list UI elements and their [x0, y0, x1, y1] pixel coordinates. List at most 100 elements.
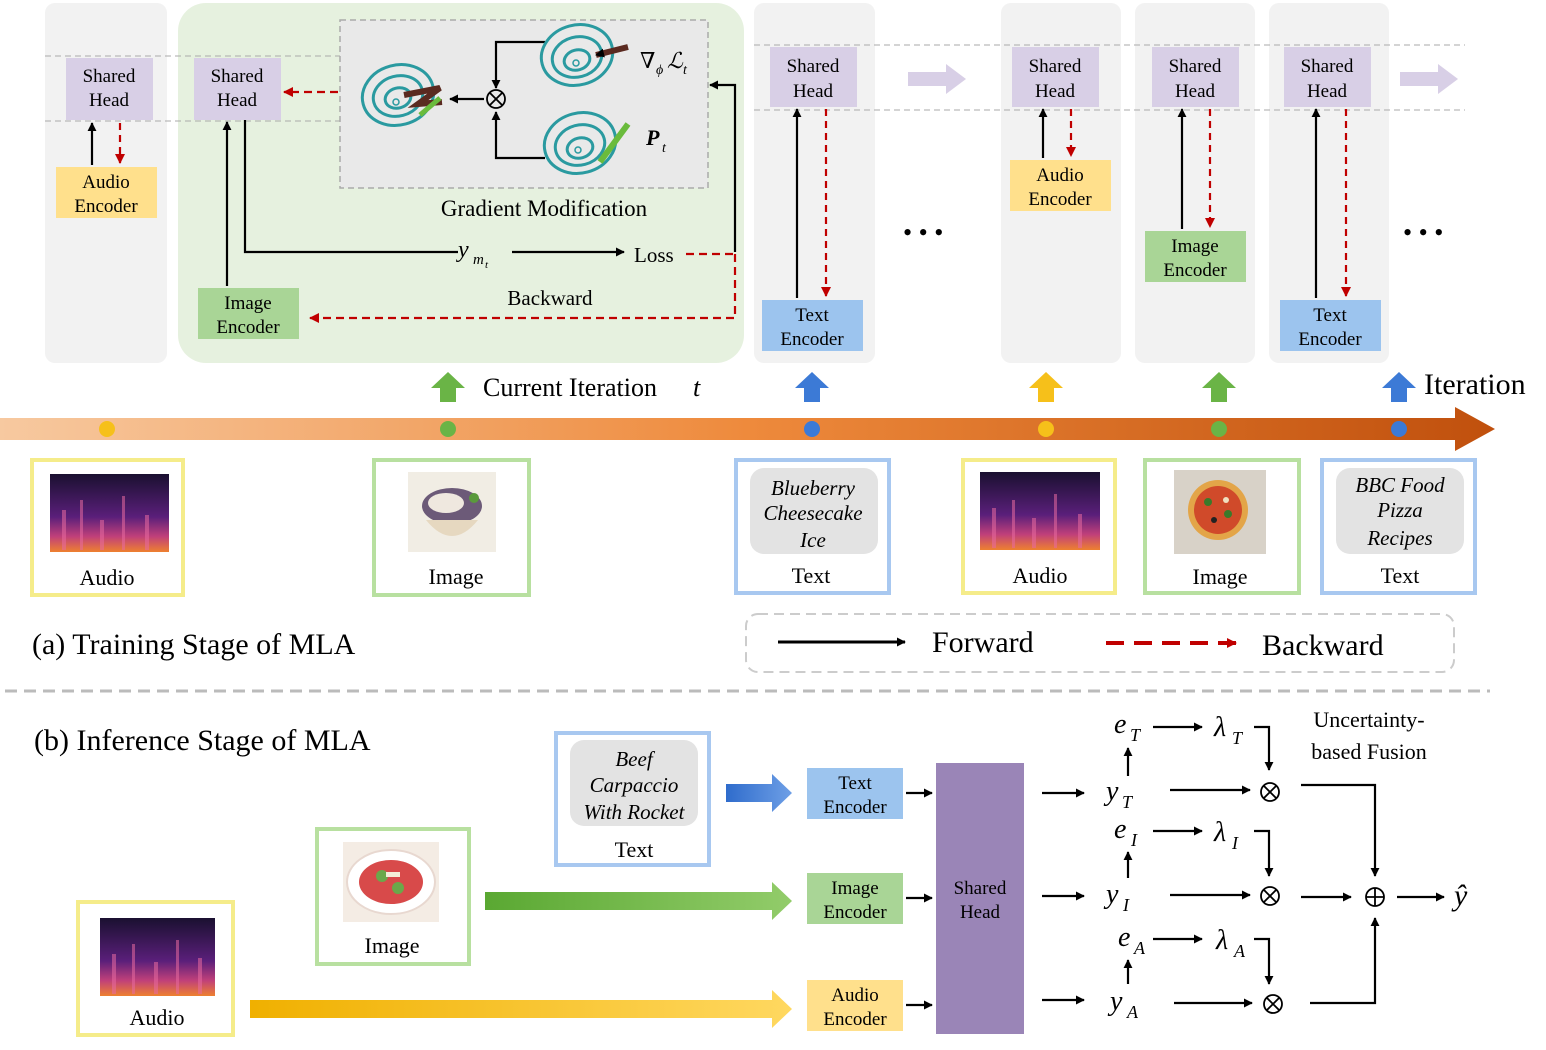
svg-text:I: I	[1130, 830, 1138, 850]
loss-label: Loss	[634, 243, 674, 267]
svg-text:based Fusion: based Fusion	[1311, 739, 1427, 764]
svg-text:Text: Text	[795, 305, 829, 326]
up-arrow-image-1	[431, 372, 465, 402]
inference-image-encoder: Image Encoder	[807, 873, 903, 924]
var-yT: y T	[1103, 776, 1134, 812]
inference-shared-head: Shared Head	[936, 763, 1024, 1034]
svg-text:Shared: Shared	[787, 56, 840, 77]
svg-text:Encoder: Encoder	[823, 797, 887, 818]
text-encoder-1: Text Encoder	[762, 300, 863, 351]
shared-head-3: Shared Head	[770, 47, 857, 107]
text-encoder-2: Text Encoder	[1280, 300, 1381, 351]
audio-encoder-1: Audio Encoder	[56, 167, 157, 218]
svg-text:e: e	[1114, 709, 1126, 740]
backward-label: Backward	[507, 286, 593, 310]
shared-head-2: Shared Head	[194, 58, 281, 120]
sample-audio-1: Audio	[30, 458, 185, 597]
var-eA: e A	[1118, 922, 1146, 958]
svg-text:t: t	[662, 141, 667, 156]
svg-text:Shared: Shared	[211, 66, 264, 87]
shared-head-4: Shared Head	[1012, 47, 1099, 107]
shared-head-5: Shared Head	[1152, 47, 1239, 107]
svg-text:Cheesecake: Cheesecake	[763, 501, 862, 525]
p-t-label: P t	[645, 125, 667, 156]
svg-text:Beef: Beef	[615, 747, 655, 771]
svg-text:Audio: Audio	[130, 1005, 185, 1030]
var-eI: e I	[1114, 814, 1138, 850]
svg-text:Encoder: Encoder	[1298, 329, 1362, 350]
svg-text:t: t	[683, 63, 688, 78]
var-yI: y I	[1103, 879, 1130, 915]
svg-text:Head: Head	[793, 81, 834, 102]
svg-text:Image: Image	[1193, 564, 1248, 589]
svg-text:Head: Head	[1035, 81, 1076, 102]
svg-text:Audio: Audio	[831, 985, 879, 1006]
legend-backward-label: Backward	[1262, 629, 1384, 662]
fusion-label: Uncertainty- based Fusion	[1311, 707, 1427, 764]
svg-text:Image: Image	[224, 293, 271, 314]
var-yhat: ŷ	[1451, 879, 1468, 912]
sample-text-1: Blueberry Cheesecake Ice Text	[734, 458, 891, 595]
sample-image-2: Image	[1143, 458, 1301, 595]
current-iteration-label: Current Iteration t	[483, 373, 701, 402]
svg-text:Text: Text	[1313, 305, 1347, 326]
up-arrow-image-2	[1202, 372, 1236, 402]
svg-text:∇: ∇	[640, 48, 655, 73]
var-lambdaT: λ T	[1213, 712, 1244, 748]
timeline-dot-image-2	[1211, 421, 1227, 437]
svg-text:Uncertainty-: Uncertainty-	[1313, 707, 1424, 732]
inference-text-encoder: Text Encoder	[807, 768, 903, 819]
caption-inference: (b) Inference Stage of MLA	[34, 724, 371, 757]
svg-text:Audio: Audio	[82, 172, 130, 193]
var-yA: y A	[1107, 986, 1139, 1022]
svg-text:Current Iteration: Current Iteration	[483, 373, 657, 402]
svg-text:I: I	[1122, 895, 1130, 915]
svg-text:I: I	[1231, 833, 1239, 853]
svg-text:Text: Text	[1381, 563, 1420, 588]
svg-text:Head: Head	[89, 90, 130, 111]
svg-text:Text: Text	[615, 837, 654, 862]
svg-text:A: A	[1233, 941, 1246, 961]
svg-text:Text: Text	[838, 773, 872, 794]
y-mt-label: y m t	[456, 237, 489, 271]
ellipsis-1: • • •	[903, 218, 943, 247]
gradient-modification-box	[339, 19, 709, 189]
svg-text:A: A	[1126, 1002, 1139, 1022]
inference-text-arrow	[726, 774, 792, 812]
var-lambdaI: λ I	[1213, 817, 1239, 853]
svg-text:λ: λ	[1215, 925, 1228, 956]
svg-text:Head: Head	[217, 90, 258, 111]
svg-text:With Rocket: With Rocket	[584, 800, 686, 824]
sample-image-1: Image	[372, 458, 531, 597]
svg-text:BBC Food: BBC Food	[1355, 473, 1445, 497]
svg-text:Image: Image	[365, 933, 420, 958]
inference-audio-sample: Audio	[76, 900, 235, 1037]
svg-text:T: T	[1232, 728, 1244, 748]
head-arrow-1	[908, 64, 966, 94]
svg-text:Encoder: Encoder	[823, 1009, 887, 1030]
svg-text:Carpaccio: Carpaccio	[590, 773, 679, 797]
inference-image-sample: Image	[315, 827, 471, 966]
inference-text-sample: Beef Carpaccio With Rocket Text	[554, 731, 711, 867]
svg-text:P: P	[645, 125, 660, 150]
svg-text:e: e	[1118, 922, 1130, 953]
svg-text:Audio: Audio	[1036, 165, 1084, 186]
svg-text:Encoder: Encoder	[823, 902, 887, 923]
legend-forward-label: Forward	[932, 626, 1034, 659]
svg-text:Image: Image	[831, 878, 878, 899]
svg-text:λ: λ	[1213, 817, 1226, 848]
svg-text:m: m	[473, 252, 484, 268]
iteration-label: Iteration	[1424, 368, 1526, 401]
svg-text:Shared: Shared	[1029, 56, 1082, 77]
timeline-dot-audio-1	[99, 421, 115, 437]
svg-text:Shared: Shared	[83, 66, 136, 87]
svg-text:Encoder: Encoder	[1163, 260, 1227, 281]
up-arrow-text-1	[795, 372, 829, 402]
var-lambdaA: λ A	[1215, 925, 1246, 961]
shared-head-1: Shared Head	[66, 58, 153, 120]
svg-text:Ice: Ice	[799, 528, 826, 552]
svg-text:y: y	[1107, 986, 1123, 1017]
gradient-modification-label: Gradient Modification	[441, 196, 648, 221]
nabla-loss-label: ∇ ϕ ℒ t	[640, 48, 688, 78]
